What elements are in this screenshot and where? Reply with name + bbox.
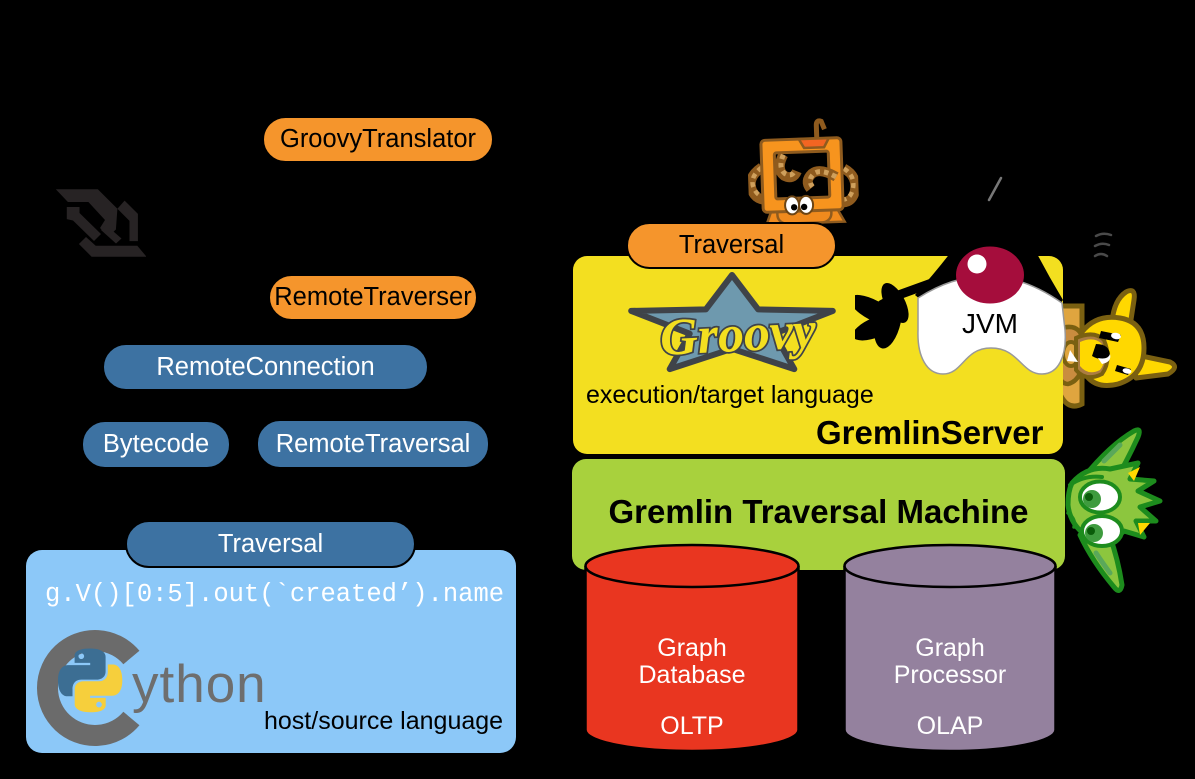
svg-text:ython: ython [132,655,267,714]
svg-text:Database: Database [638,661,745,689]
svg-text:Groovy: Groovy [659,302,819,367]
svg-text:Graph: Graph [657,634,726,662]
svg-text:JVM: JVM [962,308,1018,339]
svg-text:Processor: Processor [894,661,1007,689]
svg-text:Graph: Graph [915,634,984,662]
svg-text:OLTP: OLTP [660,712,723,740]
svg-text:OLAP: OLAP [917,712,984,740]
